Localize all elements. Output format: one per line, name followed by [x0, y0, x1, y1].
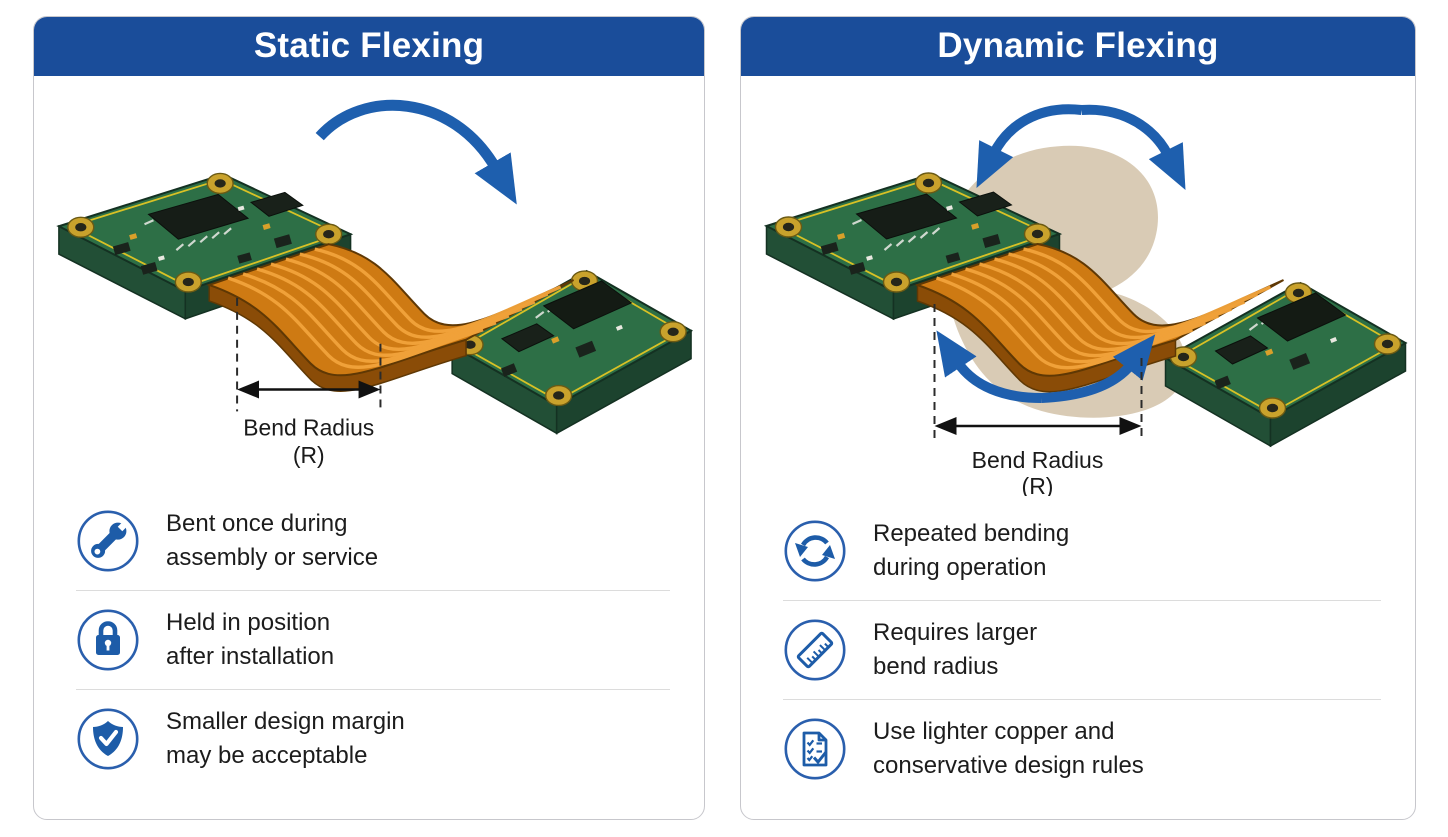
flex-ribbon [206, 243, 575, 392]
gold-mount-holes [774, 172, 1052, 293]
bullet-item: Bent once during assembly or service [76, 492, 670, 590]
sync-arrows-icon [783, 519, 847, 583]
bend-once-arrow [315, 99, 517, 205]
bullet-text: Smaller design margin may be acceptable [166, 708, 405, 770]
bullet-item: Smaller design margin may be acceptable [76, 689, 670, 788]
shield-check-icon [76, 707, 140, 771]
oscillation-arrow-top [976, 104, 1186, 190]
bullet-item: Use lighter copper and conservative desi… [783, 699, 1381, 798]
dynamic-bullet-list: Repeated bending during operation [741, 496, 1415, 798]
right-rigid-board [450, 269, 694, 435]
flex-ribbon [914, 242, 1284, 393]
static-flexing-panel: Static Flexing [33, 16, 705, 820]
dynamic-flex-illustration: Bend Radius (R) [763, 104, 1408, 496]
bend-radius-label: Bend Radius [243, 414, 374, 440]
ic-chips [1214, 292, 1347, 390]
wrench-icon [76, 509, 140, 573]
dynamic-panel-header: Dynamic Flexing [741, 17, 1415, 76]
static-bullet-list: Bent once during assembly or service Hel… [34, 486, 704, 788]
bullet-text: Requires larger bend radius [873, 619, 1038, 681]
ic-chips [820, 191, 1013, 275]
checklist-icon [783, 717, 847, 781]
static-panel-header: Static Flexing [34, 17, 704, 76]
bend-radius-dimension: Bend Radius (R) [933, 304, 1143, 496]
panel-title: Static Flexing [253, 26, 485, 65]
oscillation-arrow-bottom [936, 330, 1156, 403]
ruler-icon [783, 618, 847, 682]
right-rigid-board [1163, 281, 1408, 448]
ic-chips [500, 280, 633, 377]
bend-radius-dimension: Bend Radius (R) [236, 297, 382, 468]
bullet-item: Held in position after installation [76, 590, 670, 689]
bullet-text: Repeated bending during operation [873, 520, 1070, 582]
static-flex-illustration: Bend Radius (R) [56, 99, 694, 468]
bullet-item: Repeated bending during operation [783, 502, 1381, 600]
bullet-text: Bent once during assembly or service [166, 510, 379, 572]
bullet-text: Use lighter copper and conservative desi… [873, 718, 1144, 780]
gold-mount-holes [67, 172, 343, 293]
bend-radius-label: Bend Radius [972, 447, 1104, 473]
panel-title: Dynamic Flexing [937, 26, 1219, 65]
bend-radius-symbol: (R) [1022, 473, 1054, 496]
bullet-text: Held in position after installation [166, 609, 335, 671]
bullet-item: Requires larger bend radius [783, 600, 1381, 699]
lock-icon [76, 608, 140, 672]
ic-chips [112, 191, 304, 275]
bend-radius-symbol: (R) [293, 442, 325, 468]
dynamic-flexing-panel: Dynamic Flexing [740, 16, 1416, 820]
